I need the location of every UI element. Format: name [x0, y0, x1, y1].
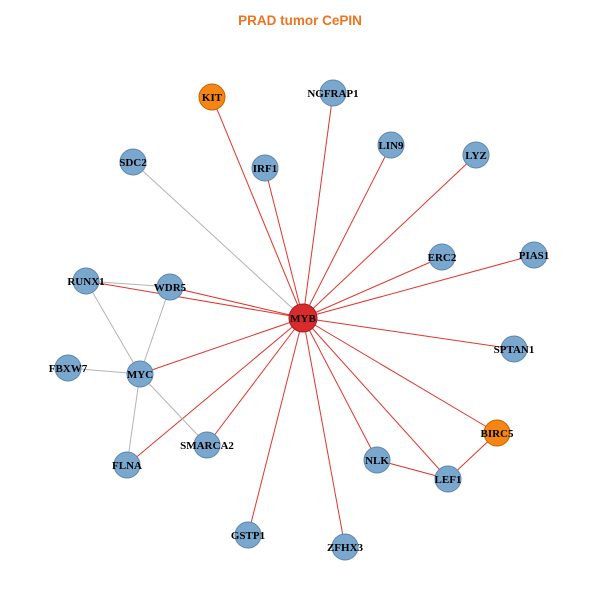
node-circle-ZFHX3 — [331, 533, 359, 561]
edge-MYB-SMARCA2 — [206, 317, 304, 446]
edge-MYB-NLK — [302, 317, 378, 461]
node-NLK: NLK — [363, 446, 391, 474]
node-SMARCA2: SMARCA2 — [180, 431, 234, 459]
node-GSTP1: GSTP1 — [231, 521, 265, 549]
edge-MYB-ZFHX3 — [302, 317, 346, 548]
edge-WDR5-MYC — [139, 286, 171, 375]
node-BIRC5: BIRC5 — [480, 419, 514, 447]
node-LYZ: LYZ — [462, 141, 490, 169]
edge-MYB-LEF1 — [302, 317, 449, 480]
edge-MYB-NGFRAP1 — [302, 92, 334, 319]
chart-title: PRAD tumor CePIN — [238, 13, 362, 28]
node-circle-FLNA — [113, 451, 141, 479]
edge-MYB-KIT — [211, 96, 304, 319]
edge-MYB-MYC — [139, 317, 304, 375]
edge-SDC2-MYB — [132, 161, 304, 319]
node-WDR5: WDR5 — [154, 273, 187, 301]
node-circle-GSTP1 — [234, 521, 262, 549]
node-circle-LYZ — [462, 141, 490, 169]
node-ZFHX3: ZFHX3 — [327, 533, 364, 561]
node-circle-LIN9 — [377, 131, 405, 159]
edge-MYB-LIN9 — [302, 144, 392, 319]
node-KIT: KIT — [198, 83, 226, 111]
node-RUNX1: RUNX1 — [67, 267, 105, 295]
edge-MYB-GSTP1 — [247, 317, 304, 536]
node-circle-LEF1 — [434, 465, 462, 493]
edge-MYC-FLNA — [126, 373, 141, 466]
edge-MYB-WDR5 — [169, 286, 304, 319]
node-NGFRAP1: NGFRAP1 — [307, 79, 359, 107]
node-circle-NLK — [363, 446, 391, 474]
node-circle-NGFRAP1 — [319, 79, 347, 107]
node-FBXW7: FBXW7 — [49, 354, 88, 382]
node-circle-SPTAN1 — [500, 335, 528, 363]
edge-MYC-SMARCA2 — [139, 373, 208, 446]
node-IRF1: IRF1 — [251, 154, 279, 182]
node-circle-RUNX1 — [72, 267, 100, 295]
node-LEF1: LEF1 — [434, 465, 462, 493]
edge-MYB-SPTAN1 — [302, 317, 515, 350]
node-LIN9: LIN9 — [377, 131, 405, 159]
edge-MYB-LYZ — [302, 154, 477, 319]
node-ERC2: ERC2 — [428, 243, 457, 271]
node-circle-PIAS1 — [520, 241, 548, 269]
node-circle-KIT — [198, 83, 226, 111]
edge-RUNX1-MYC — [85, 280, 141, 375]
edge-MYB-BIRC5 — [302, 317, 498, 434]
node-circle-FBXW7 — [54, 354, 82, 382]
node-circle-SDC2 — [119, 148, 147, 176]
edge-MYB-IRF1 — [264, 167, 304, 319]
node-SPTAN1: SPTAN1 — [494, 335, 534, 363]
node-MYC: MYC — [126, 360, 154, 388]
node-circle-MYB — [288, 303, 318, 333]
edge-MYB-PIAS1 — [302, 254, 535, 319]
edge-MYB-ERC2 — [302, 256, 443, 319]
node-PIAS1: PIAS1 — [519, 241, 549, 269]
edge-RUNX1-WDR5 — [85, 280, 171, 288]
edge-MYB-RUNX1 — [85, 280, 304, 319]
node-circle-ERC2 — [428, 243, 456, 271]
node-MYB: MYB — [288, 303, 318, 333]
node-circle-MYC — [126, 360, 154, 388]
node-circle-SMARCA2 — [193, 431, 221, 459]
node-circle-WDR5 — [156, 273, 184, 301]
node-circle-BIRC5 — [483, 419, 511, 447]
edge-MYB-FLNA — [126, 317, 304, 466]
node-circle-IRF1 — [251, 154, 279, 182]
